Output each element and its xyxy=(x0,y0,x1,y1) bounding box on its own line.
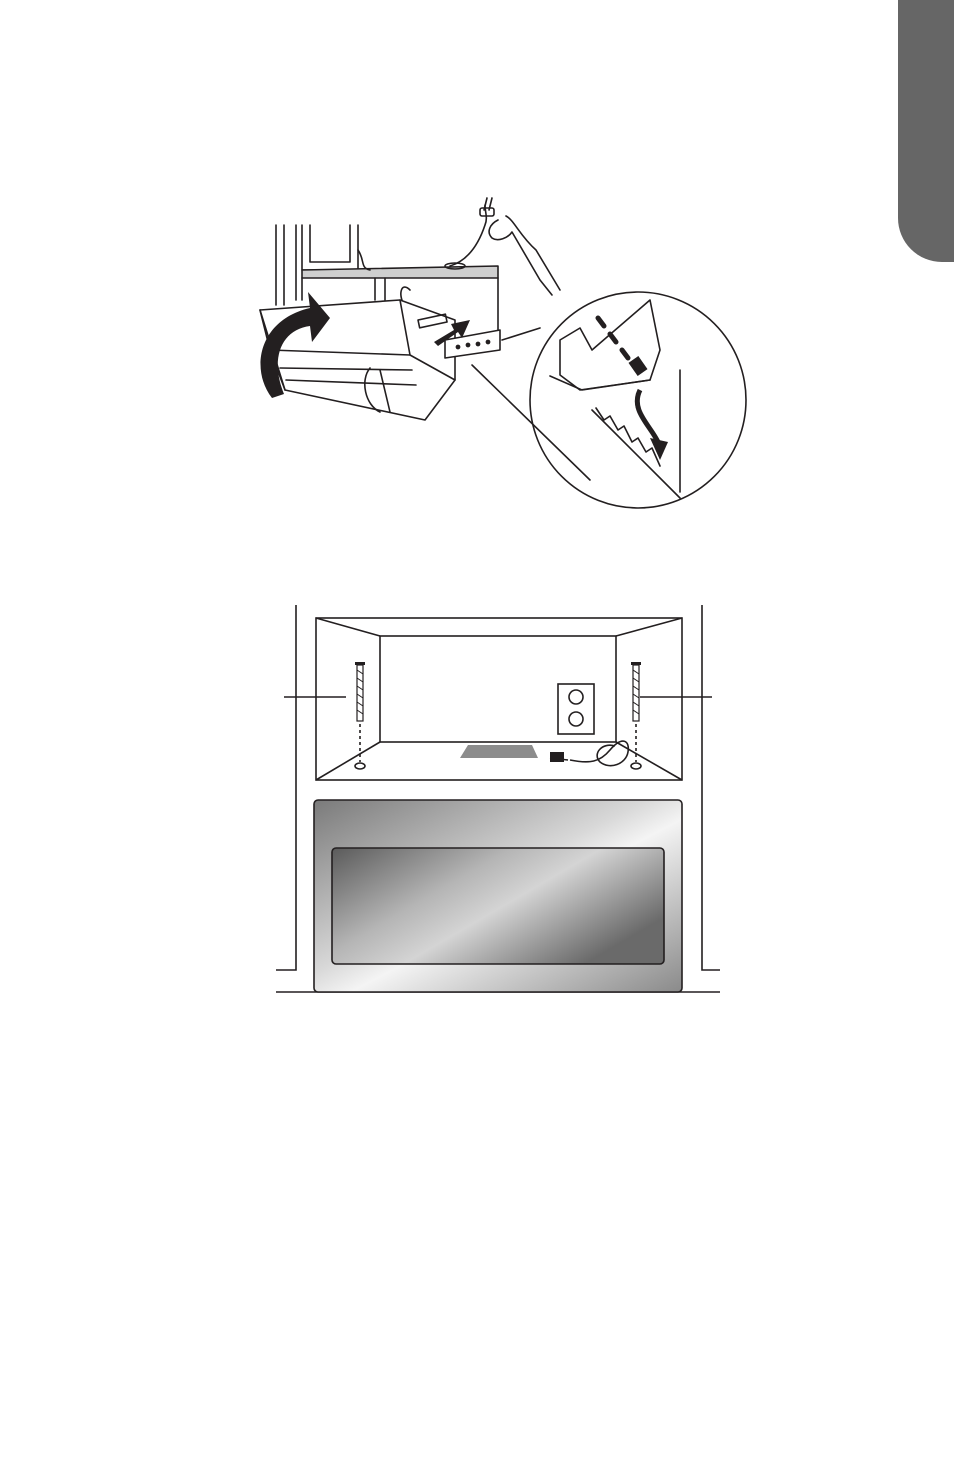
light-strip xyxy=(460,745,538,758)
curved-arrow-icon xyxy=(634,388,661,444)
install-illustration-mounted xyxy=(270,600,730,1000)
install-illustration-lift-svg xyxy=(259,197,747,509)
install-illustration-mounted-svg xyxy=(276,605,720,993)
section-tab xyxy=(898,0,954,262)
screw-icon xyxy=(355,662,365,722)
outlet-icon xyxy=(557,683,595,735)
lift-arrow-icon xyxy=(260,292,330,398)
push-arrow-icon xyxy=(434,320,470,346)
power-cord-icon xyxy=(569,740,630,767)
screw-icon xyxy=(631,662,641,722)
microwave-door-window xyxy=(331,847,665,965)
tab-block-icon xyxy=(628,356,648,376)
install-illustration-lift xyxy=(240,180,760,510)
plug-icon xyxy=(550,752,564,762)
